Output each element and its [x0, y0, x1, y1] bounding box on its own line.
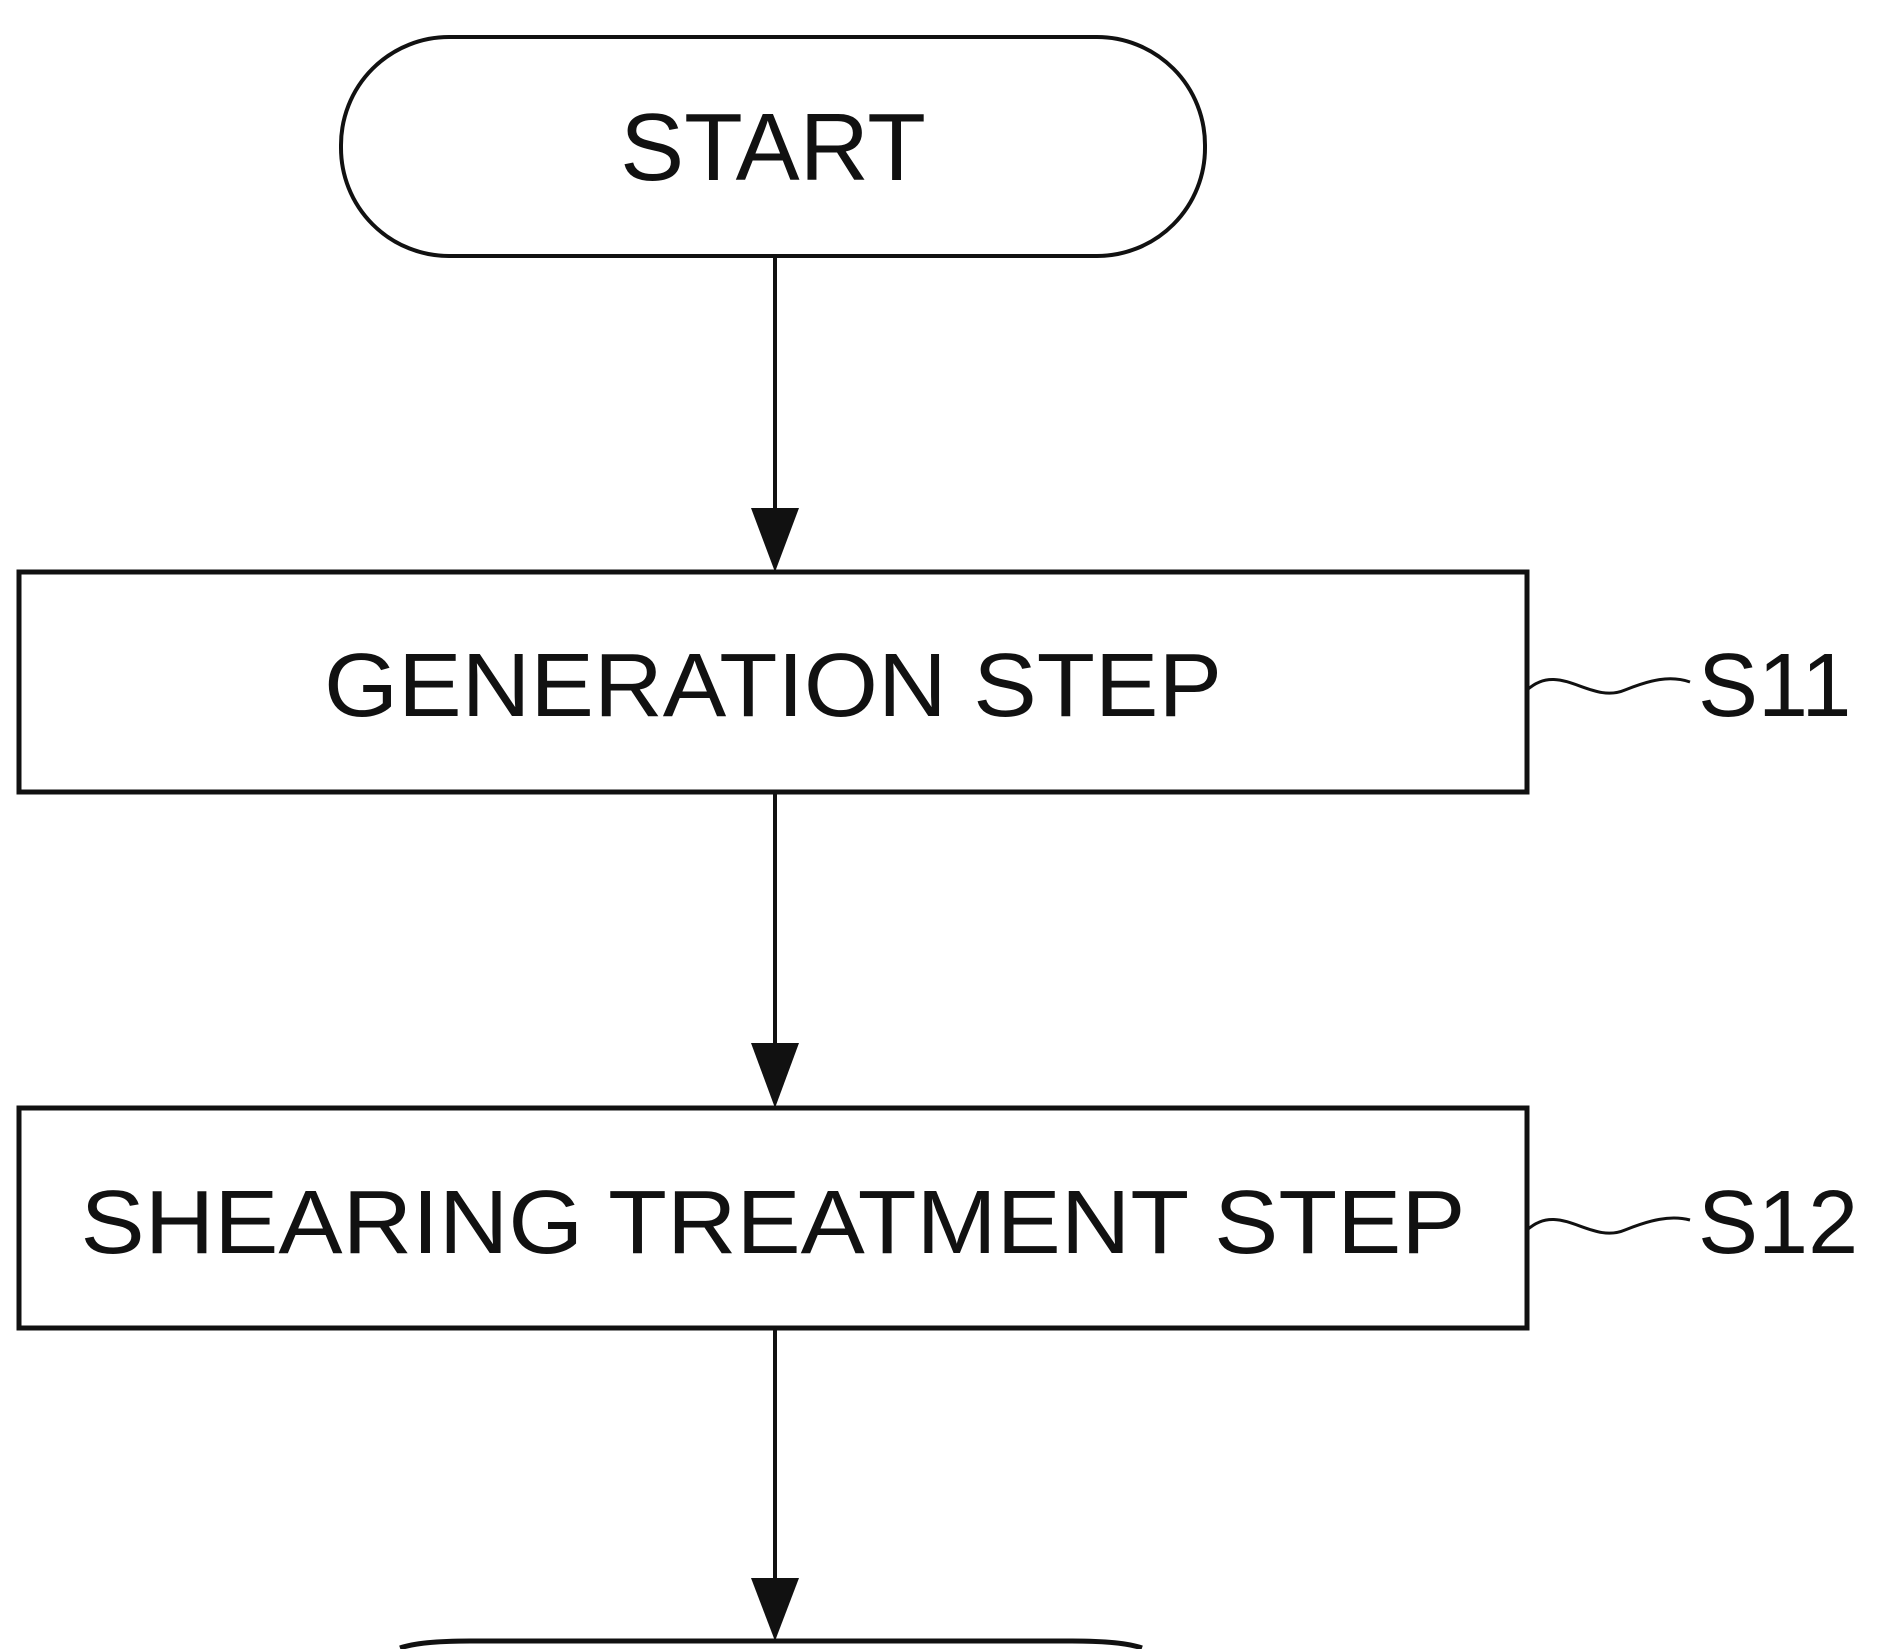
step-s12: SHEARING TREATMENT STEP S12 [19, 1108, 1858, 1328]
start-label: START [620, 94, 926, 201]
arrow-s12-to-end [751, 1328, 799, 1641]
leader-line [1527, 1218, 1690, 1233]
step-label: GENERATION STEP [324, 636, 1222, 736]
step-label: SHEARING TREATMENT STEP [81, 1173, 1466, 1273]
arrow-s11-to-s12 [751, 792, 799, 1108]
step-ref: S12 [1698, 1173, 1858, 1273]
end-terminal [400, 1641, 1142, 1648]
step-ref: S11 [1698, 636, 1851, 736]
start-terminal: START [341, 37, 1205, 256]
arrow-start-to-s11 [751, 256, 799, 572]
step-s11: GENERATION STEP S11 [19, 572, 1851, 792]
leader-line [1527, 679, 1690, 693]
